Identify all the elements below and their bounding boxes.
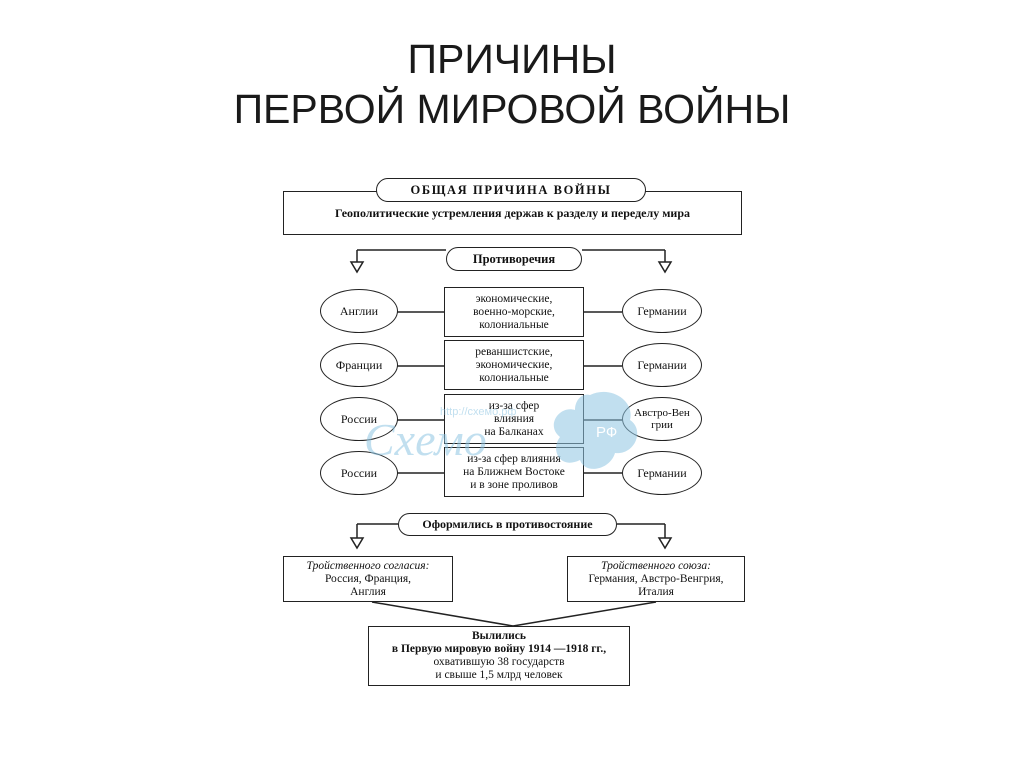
country-russia-2: России — [320, 451, 398, 495]
title-line-2: ПЕРВОЙ МИРОВОЙ ВОЙНЫ — [233, 86, 791, 132]
entente-box: Тройственного согласия: Россия, Франция,… — [283, 556, 453, 602]
country-france: Франции — [320, 343, 398, 387]
contradiction-2: реваншистские, экономические, колониальн… — [444, 340, 584, 390]
general-cause-label: ОБЩАЯ ПРИЧИНА ВОЙНЫ — [376, 178, 646, 202]
arrow-right-2 — [657, 524, 673, 550]
contradiction-3: из-за сфер влияния на Балканах — [444, 394, 584, 444]
page-title: ПРИЧИНЫ ПЕРВОЙ МИРОВОЙ ВОЙНЫ — [0, 34, 1024, 134]
contradiction-4: из-за сфер влияния на Ближнем Востоке и … — [444, 447, 584, 497]
general-cause-text: Геополитические устремления держав к раз… — [335, 206, 690, 220]
contradictions-label: Противоречия — [446, 247, 582, 271]
title-line-1: ПРИЧИНЫ — [407, 36, 617, 82]
result-box: Вылились в Первую мировую войну 1914 —19… — [368, 626, 630, 686]
arrow-left-2 — [349, 524, 365, 550]
country-austria-hungary: Австро-Венгрии — [622, 397, 702, 441]
arrow-right-1 — [657, 250, 673, 274]
country-germany-3: Германии — [622, 451, 702, 495]
country-germany-2: Германии — [622, 343, 702, 387]
arrow-left-1 — [349, 250, 365, 274]
formed-label: Оформились в противостояние — [398, 513, 617, 536]
alliance-box: Тройственного союза: Германия, Австро-Ве… — [567, 556, 745, 602]
contradiction-1: экономические, военно-морские, колониаль… — [444, 287, 584, 337]
country-germany-1: Германии — [622, 289, 702, 333]
country-russia-1: России — [320, 397, 398, 441]
country-england: Англии — [320, 289, 398, 333]
